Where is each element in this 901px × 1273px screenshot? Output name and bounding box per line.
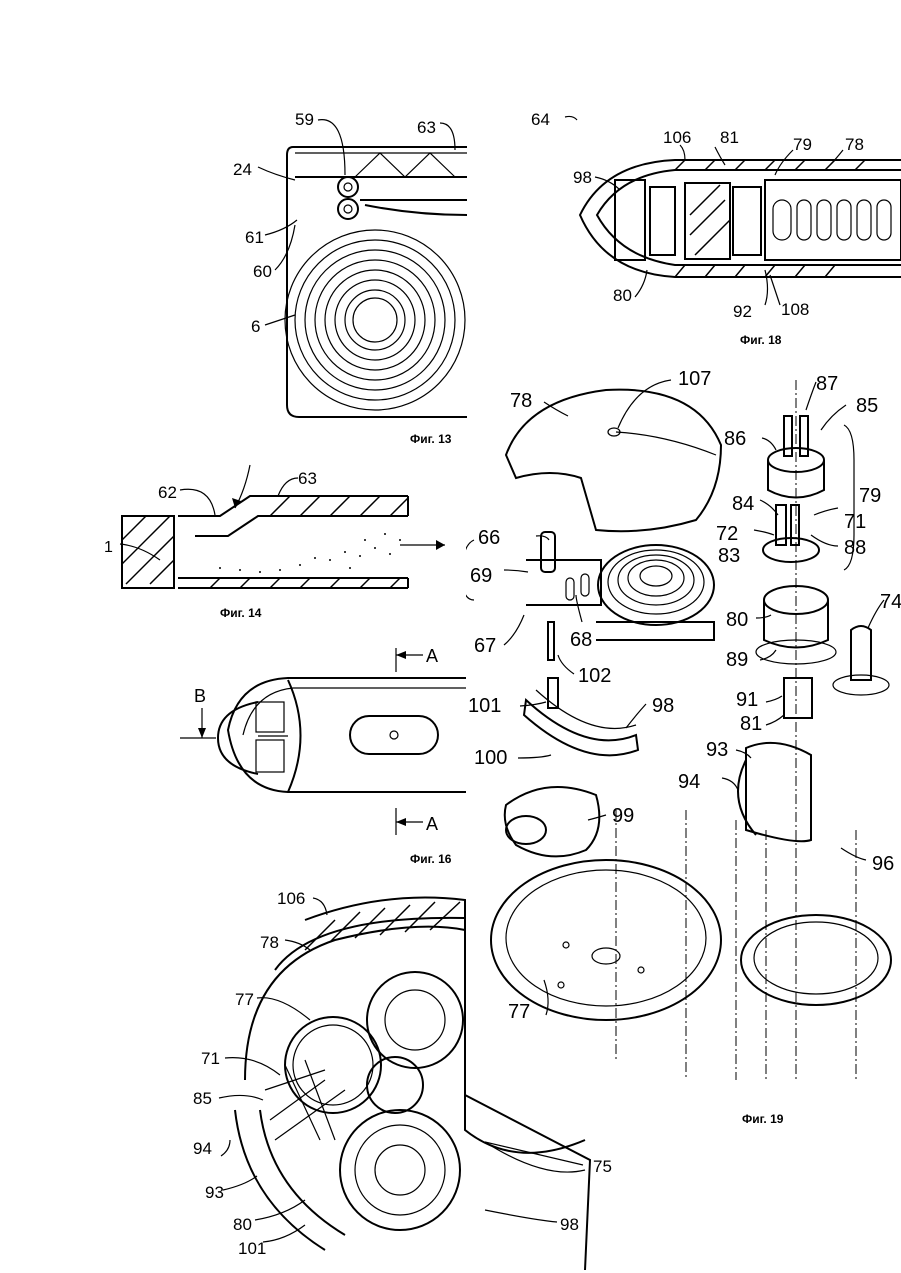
label-66: 66 [478,527,500,549]
figure-19: 78 107 87 85 86 79 84 71 72 88 83 66 69 … [466,360,901,1105]
label-106: 106 [277,889,305,908]
label-72: 72 [716,523,738,545]
figure-13-drawing: 59 63 24 61 60 6 [205,105,467,450]
label-91: 91 [736,689,758,711]
label-93: 93 [706,739,728,761]
label-98: 98 [573,168,592,187]
label-78: 78 [260,933,279,952]
label-78: 78 [845,135,864,154]
figure-16: A B A [178,640,466,845]
figure-18: 64 106 81 79 78 98 80 92 108 [525,105,901,350]
figure-18-drawing: 64 106 81 79 78 98 80 92 108 [525,105,901,350]
caption-fig-14: Фиг. 14 [220,606,261,620]
label-77: 77 [235,990,254,1009]
label-99: 99 [612,805,634,827]
label-62: 62 [158,483,177,502]
figure-19-drawing: 78 107 87 85 86 79 84 71 72 88 83 66 69 … [466,360,901,1105]
label-a-bottom: A [426,814,438,834]
figure-14: 62 63 1 [100,460,465,605]
label-69: 69 [470,565,492,587]
label-71: 71 [844,511,866,533]
label-108: 108 [781,300,809,319]
label-101: 101 [468,695,501,717]
label-64: 64 [531,110,550,129]
label-80: 80 [233,1215,252,1234]
label-1: 1 [104,539,113,556]
label-6: 6 [251,317,260,336]
caption-fig-13: Фиг. 13 [410,432,451,446]
label-83: 83 [718,545,740,567]
spiral-coil [285,230,465,410]
figure-16-drawing: A B A [178,640,466,845]
label-85: 85 [193,1089,212,1108]
label-61: 61 [245,228,264,247]
label-88: 88 [844,537,866,559]
label-84: 84 [732,493,754,515]
caption-fig-18: Фиг. 18 [740,333,781,347]
label-68: 68 [570,629,592,651]
label-60: 60 [253,262,272,281]
label-94: 94 [678,771,700,793]
label-79: 79 [859,485,881,507]
label-98: 98 [560,1215,579,1234]
label-107: 107 [678,368,711,390]
label-80: 80 [613,286,632,305]
label-89: 89 [726,649,748,671]
label-63: 63 [417,118,436,137]
label-80: 80 [726,609,748,631]
caption-fig-16: Фиг. 16 [410,852,451,866]
label-87: 87 [816,373,838,395]
label-86: 86 [724,428,746,450]
figure-13: 59 63 24 61 60 6 [205,105,467,450]
label-98: 98 [652,695,674,717]
label-63: 63 [298,469,317,488]
label-101: 101 [238,1239,266,1258]
label-85: 85 [856,395,878,417]
label-71: 71 [201,1049,220,1068]
label-94: 94 [193,1139,212,1158]
label-79: 79 [793,135,812,154]
label-75: 75 [593,1157,612,1176]
label-a-top: A [426,646,438,666]
label-59: 59 [295,110,314,129]
caption-fig-19: Фиг. 19 [742,1112,783,1126]
label-100: 100 [474,747,507,769]
label-96: 96 [872,853,894,875]
label-93: 93 [205,1183,224,1202]
label-74: 74 [880,591,901,613]
label-78: 78 [510,390,532,412]
powder-stipple [219,533,401,573]
label-77: 77 [508,1001,530,1023]
label-b: B [194,686,206,706]
label-106: 106 [663,128,691,147]
label-81: 81 [720,128,739,147]
label-67: 67 [474,635,496,657]
label-92: 92 [733,302,752,321]
label-24: 24 [233,160,252,179]
label-102: 102 [578,665,611,687]
coil [598,545,714,625]
figure-14-drawing: 62 63 1 [100,460,465,605]
label-81: 81 [740,713,762,735]
